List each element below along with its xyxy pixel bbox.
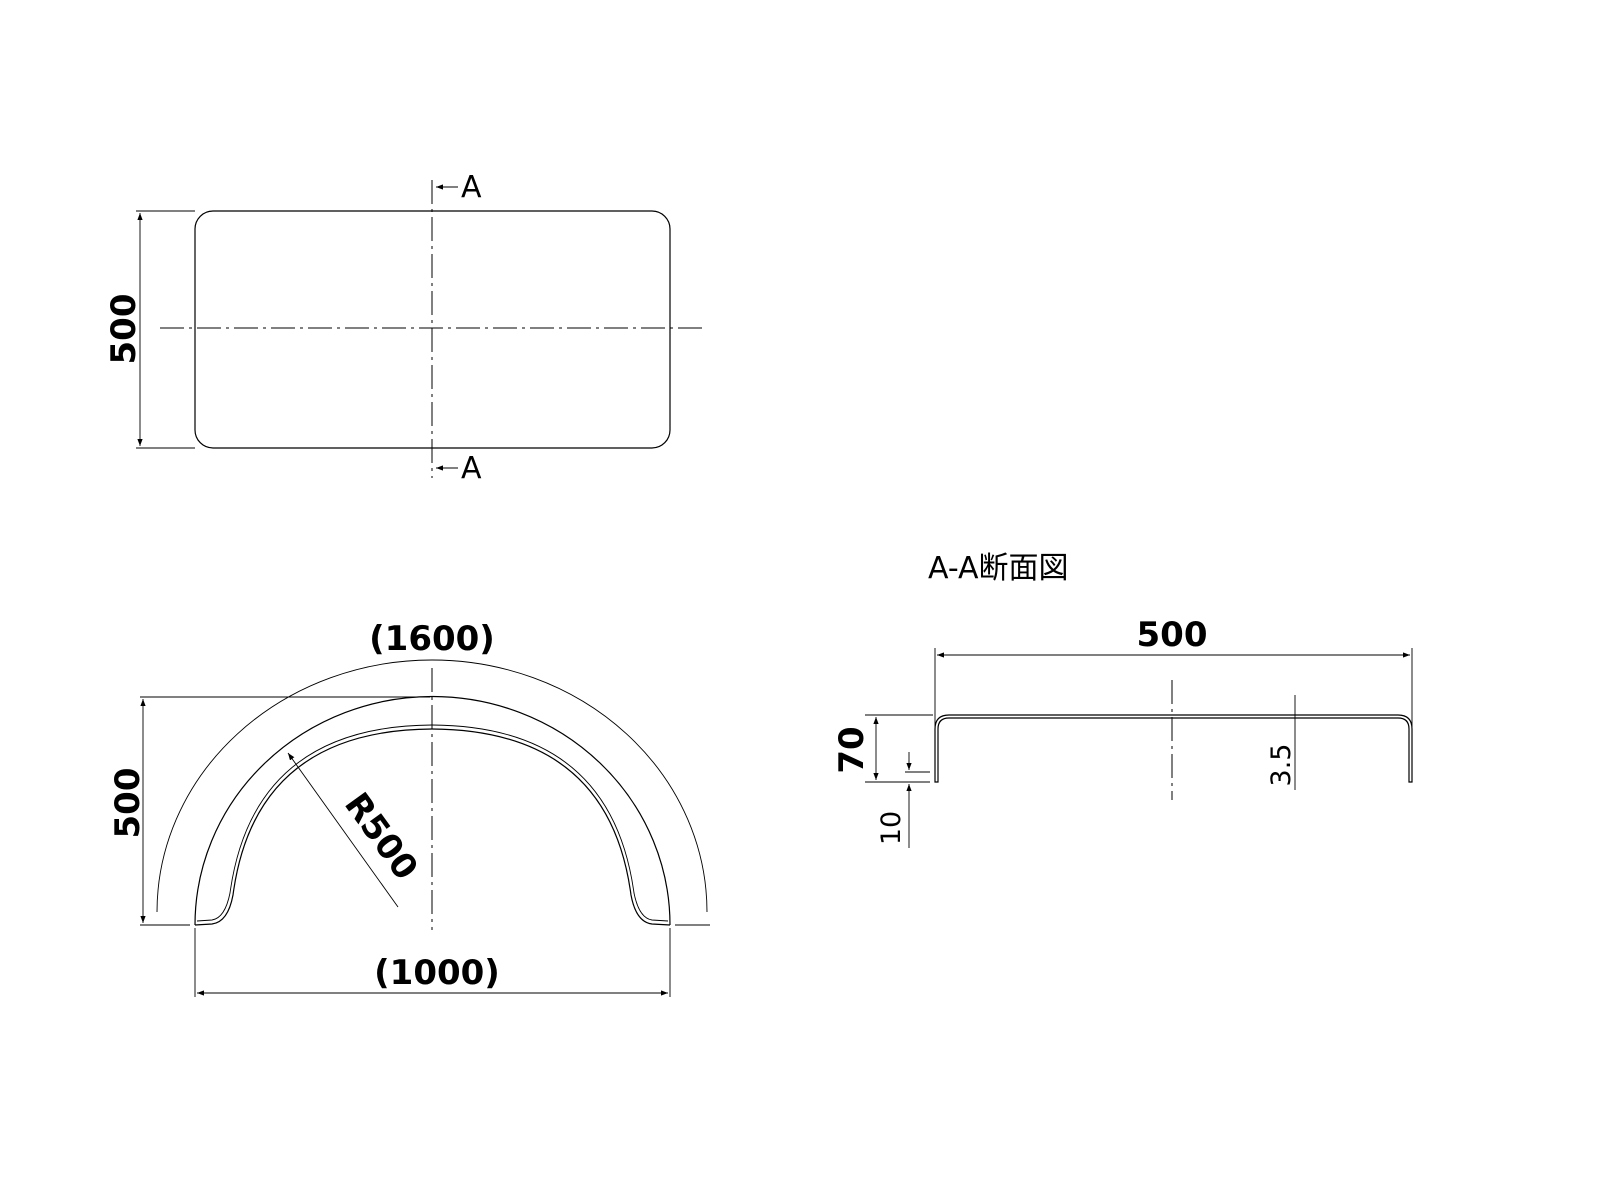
side-view: 500 (1600) R500 (1000) [108,619,710,997]
radius-leader [287,752,399,908]
section-view: A-A断面図 500 3.5 70 10 [832,551,1413,848]
thickness-dim: 3.5 [1266,744,1297,787]
top-height-dim: 500 [104,294,144,365]
top-view: A A 500 [104,170,705,486]
section-marker-bottom: A [461,451,482,486]
section-height-dim: 70 [832,726,872,773]
flange-dim: 10 [876,811,907,845]
outer-arc [156,659,708,913]
middle-arc [194,695,671,926]
radius-dim: R500 [336,785,425,887]
section-title: A-A断面図 [928,551,1069,586]
arc-length-dim: (1600) [369,619,495,659]
width-dim: (1000) [374,953,500,993]
section-width-dim: 500 [1137,615,1208,655]
side-height-dim: 500 [108,768,148,839]
section-marker-top: A [461,170,482,205]
channel-profile [934,714,1413,783]
